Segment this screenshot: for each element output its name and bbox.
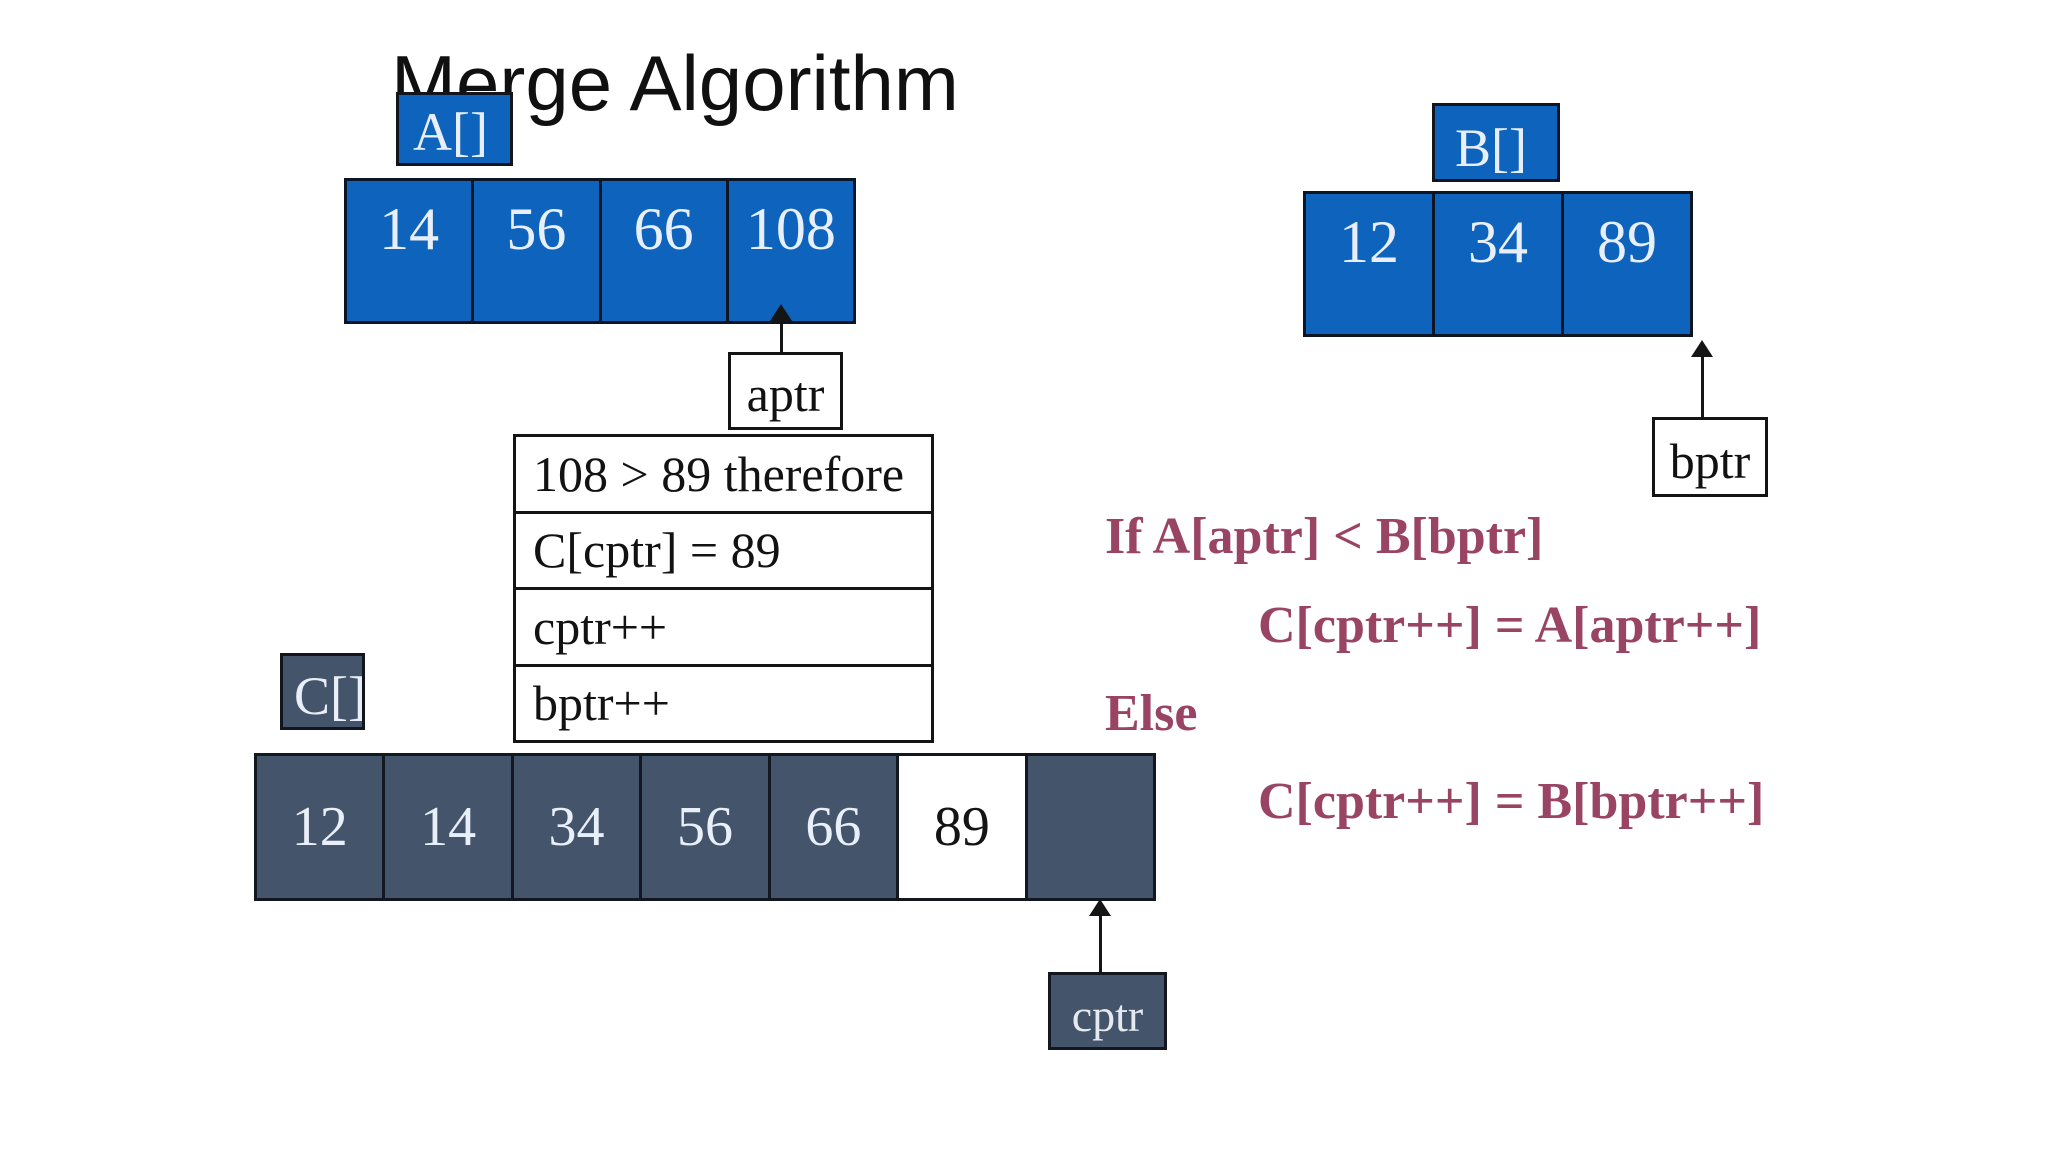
- array-b: 12 34 89: [1303, 191, 1693, 337]
- aptr-label: aptr: [746, 366, 825, 422]
- array-c-cell: 56: [642, 756, 771, 898]
- array-c: 12 14 34 56 66 89: [254, 753, 1156, 901]
- aptr-pointer-box: aptr: [728, 352, 843, 430]
- arrow-head-icon: [1691, 340, 1713, 357]
- pseudocode-if-line: If A[aptr] < B[bptr]: [1105, 508, 1544, 565]
- aptr-arrow-up-icon: [770, 304, 792, 352]
- array-c-cell: 66: [770, 756, 900, 898]
- pseudocode-then-line: C[cptr++] = A[aptr++]: [1258, 597, 1762, 654]
- step-row: C[cptr] = 89: [516, 514, 931, 590]
- arrow-line: [779, 321, 783, 352]
- merge-step-explanation-box: 108 > 89 therefore C[cptr] = 89 cptr++ b…: [513, 434, 934, 743]
- arrow-line: [1700, 357, 1704, 417]
- array-a-cell: 14: [347, 181, 475, 321]
- cptr-pointer-box: cptr: [1048, 972, 1167, 1050]
- step-row: 108 > 89 therefore: [516, 437, 931, 514]
- array-b-label-text: B[]: [1455, 118, 1527, 178]
- array-a-label: A[]: [396, 92, 513, 166]
- arrow-line: [1098, 916, 1102, 972]
- array-c-label-text: C[]: [294, 666, 366, 726]
- array-c-cell: 12: [257, 756, 386, 898]
- cptr-label: cptr: [1071, 990, 1144, 1041]
- array-c-cell-highlighted: 89: [899, 756, 1028, 898]
- step-row: cptr++: [516, 590, 931, 667]
- array-b-label: B[]: [1432, 103, 1560, 182]
- pseudocode-else-body-line: C[cptr++] = B[bptr++]: [1258, 773, 1765, 830]
- array-c-label: C[]: [280, 653, 366, 730]
- array-a-label-text: A[]: [413, 102, 488, 162]
- array-c-cell-empty: [1027, 756, 1153, 898]
- array-b-cell: 12: [1306, 194, 1435, 334]
- bptr-pointer-box: bptr: [1652, 417, 1768, 497]
- array-a-cell: 108: [728, 181, 853, 321]
- bptr-label: bptr: [1669, 433, 1751, 489]
- array-a-cell: 66: [601, 181, 729, 321]
- step-row: bptr++: [533, 675, 670, 732]
- array-a: 14 56 66 108: [344, 178, 856, 324]
- cptr-arrow-up-icon: [1089, 899, 1111, 972]
- array-b-cell: 89: [1564, 194, 1690, 334]
- array-c-cell: 14: [385, 756, 514, 898]
- array-a-cell: 56: [474, 181, 602, 321]
- array-c-cell: 34: [513, 756, 643, 898]
- pseudocode-else-line: Else: [1105, 685, 1198, 742]
- arrow-head-icon: [770, 304, 792, 321]
- arrow-head-icon: [1089, 899, 1111, 916]
- array-b-cell: 34: [1435, 194, 1564, 334]
- bptr-arrow-up-icon: [1691, 340, 1713, 417]
